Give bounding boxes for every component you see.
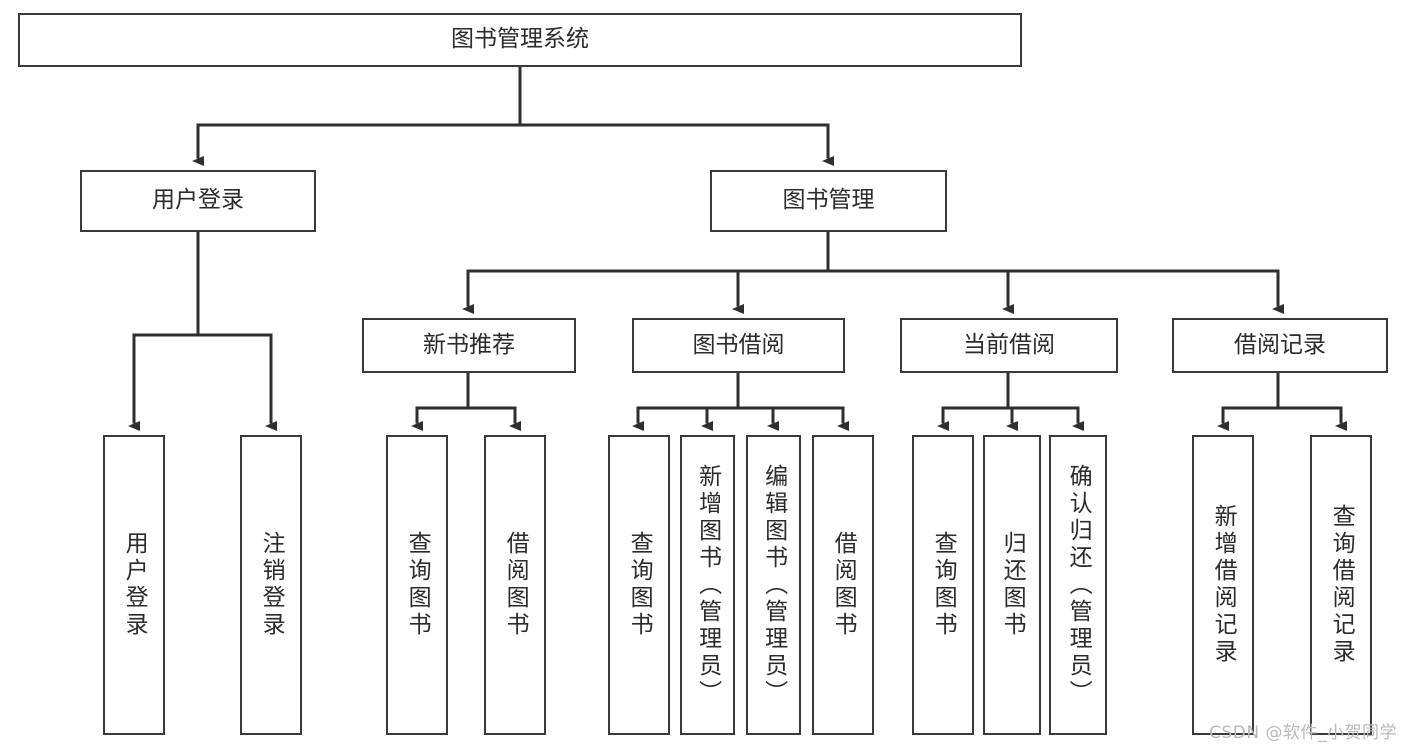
- node-leaf-query-book-3[interactable]: 查询图书: [912, 435, 974, 735]
- node-leaf-query-book-2[interactable]: 查询图书: [608, 435, 670, 735]
- node-leaf-edit-book-label: 编辑图书（管理员）: [760, 463, 787, 707]
- node-leaf-query-borrow-record[interactable]: 查询借阅记录: [1310, 435, 1372, 735]
- node-root-system-label: 图书管理系统: [451, 26, 589, 53]
- node-book-borrow-label: 图书借阅: [692, 331, 785, 358]
- node-user-login[interactable]: 用户登录: [80, 170, 316, 232]
- watermark-text: CSDN @软件_小贺同学: [1209, 723, 1397, 743]
- node-leaf-user-logout[interactable]: 注销登录: [240, 435, 302, 735]
- node-leaf-borrow-book-2-label: 借阅图书: [830, 531, 857, 639]
- node-leaf-add-borrow-record-label: 新增借阅记录: [1210, 504, 1237, 666]
- node-leaf-add-book[interactable]: 新增图书（管理员）: [680, 435, 735, 735]
- node-leaf-add-book-label: 新增图书（管理员）: [694, 463, 721, 707]
- node-leaf-borrow-book-1-label: 借阅图书: [502, 531, 529, 639]
- node-book-manage-label: 图书管理: [782, 187, 875, 214]
- node-borrow-record-label: 借阅记录: [1234, 331, 1326, 358]
- node-borrow-record[interactable]: 借阅记录: [1172, 318, 1388, 373]
- node-leaf-borrow-book-2[interactable]: 借阅图书: [812, 435, 874, 735]
- node-new-book-recommend[interactable]: 新书推荐: [362, 318, 576, 373]
- node-leaf-query-book-2-label: 查询图书: [626, 531, 653, 639]
- node-book-borrow[interactable]: 图书借阅: [632, 318, 845, 373]
- node-book-manage[interactable]: 图书管理: [710, 170, 947, 232]
- node-leaf-borrow-book-1[interactable]: 借阅图书: [484, 435, 546, 735]
- node-leaf-confirm-return[interactable]: 确认归还（管理员）: [1049, 435, 1107, 735]
- node-leaf-confirm-return-label: 确认归还（管理员）: [1065, 463, 1092, 707]
- node-leaf-return-book-label: 归还图书: [999, 531, 1026, 639]
- node-leaf-user-login-label: 用户登录: [121, 531, 148, 639]
- node-leaf-query-borrow-record-label: 查询借阅记录: [1328, 504, 1355, 666]
- node-leaf-add-borrow-record[interactable]: 新增借阅记录: [1192, 435, 1254, 735]
- node-leaf-query-book-3-label: 查询图书: [930, 531, 957, 639]
- node-leaf-query-book-1-label: 查询图书: [404, 531, 431, 639]
- node-leaf-query-book-1[interactable]: 查询图书: [386, 435, 448, 735]
- node-leaf-edit-book[interactable]: 编辑图书（管理员）: [746, 435, 801, 735]
- node-current-borrow[interactable]: 当前借阅: [900, 318, 1118, 373]
- node-leaf-user-logout-label: 注销登录: [258, 531, 285, 639]
- node-leaf-return-book[interactable]: 归还图书: [983, 435, 1041, 735]
- node-current-borrow-label: 当前借阅: [963, 331, 1055, 358]
- node-new-book-recommend-label: 新书推荐: [423, 331, 515, 358]
- node-user-login-label: 用户登录: [152, 187, 244, 214]
- node-leaf-user-login[interactable]: 用户登录: [103, 435, 165, 735]
- node-root-system[interactable]: 图书管理系统: [18, 13, 1022, 67]
